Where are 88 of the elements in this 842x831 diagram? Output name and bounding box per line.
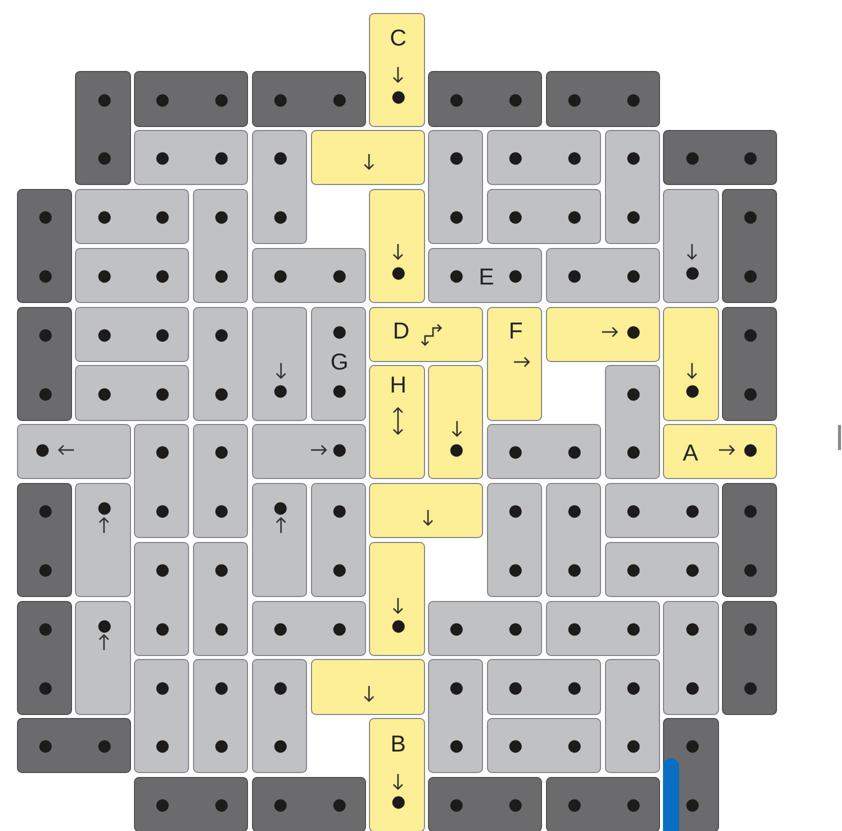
domino-tile: [310, 482, 366, 597]
domino-tile: [252, 130, 307, 244]
domino-tile: [369, 365, 425, 480]
domino-tile: [663, 188, 719, 303]
domino-tile: [16, 424, 131, 480]
domino-tile: [722, 482, 778, 597]
domino-tile: [428, 600, 542, 656]
domino-tile: [75, 248, 190, 303]
domino-tile: [722, 600, 778, 715]
domino-tile: [252, 306, 307, 421]
domino-tile: [369, 482, 484, 538]
domino-tile: [428, 776, 542, 831]
domino-tile: [604, 542, 719, 597]
domino-tile: [722, 188, 778, 303]
domino-tile: [75, 365, 190, 421]
domino-tile: [134, 130, 248, 186]
domino-tile: [192, 542, 248, 656]
domino-tile: [134, 424, 190, 538]
domino-tile: [134, 659, 190, 774]
domino-tile: [722, 306, 778, 421]
domino-tile: [134, 776, 248, 831]
domino-tile: [192, 306, 248, 421]
domino-tile: [486, 130, 601, 186]
domino-tile: [134, 542, 190, 656]
domino-tile: [546, 482, 601, 597]
domino-tile: [428, 71, 542, 127]
domino-tile: [252, 482, 307, 597]
domino-tile: [310, 659, 425, 715]
domino-tile: [663, 424, 778, 480]
domino-tile: [16, 188, 72, 303]
tile-letter: H: [390, 374, 406, 397]
marker-bar: [663, 758, 680, 831]
domino-tile: [252, 776, 366, 831]
domino-tile: [663, 718, 719, 831]
domino-tile: [486, 188, 601, 244]
domino-tile: [486, 718, 601, 774]
domino-tile: [192, 188, 248, 303]
domino-tile: [75, 71, 131, 186]
domino-tile: [428, 365, 484, 480]
domino-tile: [16, 718, 131, 774]
domino-tile: [428, 659, 484, 774]
tile-letter: E: [478, 265, 494, 288]
domino-tile: [604, 482, 719, 538]
domino-tile: [369, 542, 425, 656]
domino-tile: [663, 306, 719, 421]
domino-tile: [486, 482, 542, 597]
domino-tile: [663, 130, 778, 186]
domino-tile: [546, 71, 660, 127]
domino-tile: [252, 71, 366, 127]
tile-letter: D: [392, 319, 410, 342]
domino-tile: [16, 306, 72, 421]
domino-tile: [546, 600, 660, 656]
domino-tile: [663, 600, 719, 715]
domino-tile: [192, 424, 248, 538]
domino-tile: [369, 718, 425, 831]
tile-letter: G: [330, 350, 348, 374]
domino-tile: [16, 482, 72, 597]
domino-tile: [486, 424, 601, 480]
domino-tile: [252, 600, 366, 656]
domino-tile: [604, 365, 660, 480]
domino-tile: [75, 600, 131, 715]
domino-tile: [192, 659, 248, 774]
domino-tile: [486, 659, 601, 715]
domino-tile: [252, 248, 366, 303]
domino-tile: [546, 248, 660, 303]
domino-tile: [369, 188, 425, 303]
tile-letter: C: [390, 26, 406, 50]
domino-tile: [134, 71, 248, 127]
domino-tile: [310, 306, 366, 421]
domino-tile: [546, 776, 660, 831]
domino-tile: [428, 130, 484, 244]
domino-tile: [75, 306, 190, 362]
domino-tile: [369, 12, 425, 127]
domino-tile: [16, 600, 72, 715]
domino-tile: [252, 424, 366, 480]
domino-tile: [75, 482, 131, 597]
domino-tile: [75, 188, 190, 244]
domino-tile: [546, 306, 660, 362]
domino-tile: [252, 659, 307, 774]
tile-letter: F: [508, 319, 523, 342]
tile-letter: A: [682, 441, 698, 464]
domino-tile: [486, 306, 542, 421]
domino-tile: [604, 659, 660, 774]
domino-tile: [310, 130, 425, 186]
tile-letter: B: [390, 732, 406, 756]
domino-tile: [428, 248, 542, 303]
domino-tile: [604, 130, 660, 244]
domino-tile: [369, 306, 484, 362]
